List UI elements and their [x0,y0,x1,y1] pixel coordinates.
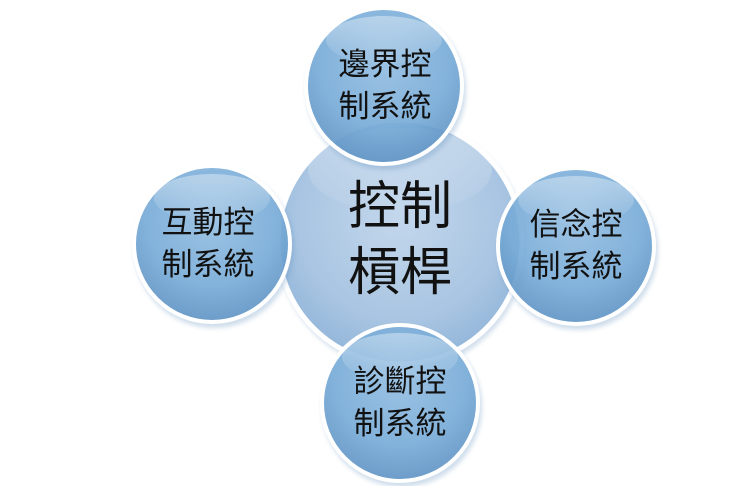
right-node-circle [496,166,658,330]
bottom-node-circle [320,323,482,487]
top-node-circle [304,6,466,170]
left-node-circle [132,164,294,328]
